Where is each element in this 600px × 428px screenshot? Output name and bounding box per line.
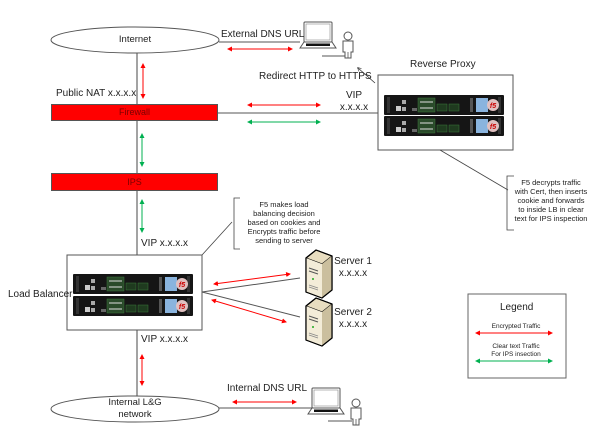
public-nat-label: Public NAT x.x.x.x xyxy=(56,88,137,99)
lb-note-bracket xyxy=(233,197,240,250)
internal-laptop-icon xyxy=(307,387,345,415)
server1-name: Server 1 xyxy=(334,256,372,267)
reverse-proxy-device-2 xyxy=(383,115,505,137)
external-dns-label: External DNS URL xyxy=(221,29,305,40)
server2-label: Server 2 x.x.x.x xyxy=(330,307,376,331)
lb-note-line: Encrypts traffic before xyxy=(247,227,321,236)
server2-ip: x.x.x.x xyxy=(338,319,368,330)
load-balancer-device-1 xyxy=(72,273,194,295)
redirect-arrow xyxy=(358,68,376,84)
lb-server2-arrow xyxy=(211,298,287,324)
legend-box xyxy=(467,293,567,379)
proxy-note-line: text for IPS inspection xyxy=(514,214,588,223)
proxy-vip-label: VIP x.x.x.x xyxy=(336,90,372,114)
server2-name: Server 2 xyxy=(334,307,372,318)
proxy-note-connector xyxy=(439,149,509,191)
ips-bar: IPS xyxy=(51,173,218,191)
internal-network-cloud xyxy=(50,395,220,423)
internal-dns-label: Internal DNS URL xyxy=(227,383,308,394)
legend-clear-line2: For IPS insection xyxy=(491,351,541,358)
server1-ip: x.x.x.x xyxy=(338,268,368,279)
legend-title: Legend xyxy=(500,302,534,313)
server1-icon xyxy=(305,249,333,299)
server2-icon xyxy=(305,297,333,347)
proxy-note-line: with Cert, then inserts xyxy=(514,187,588,196)
firewall-bar: Firewall xyxy=(51,104,218,121)
proxy-note-line: cookie and forwards xyxy=(517,196,585,205)
ips-label: IPS xyxy=(127,177,142,187)
load-balancer-label: Load Balancer xyxy=(8,289,73,300)
proxy-vip-ip: x.x.x.x xyxy=(339,102,369,113)
external-laptop-icon xyxy=(299,21,337,49)
proxy-note: F5 decrypts traffic with Cert, then inse… xyxy=(506,178,596,223)
lb-server1-link xyxy=(201,277,301,293)
internet-cloud xyxy=(50,26,220,54)
lb-note-line: balancing decision xyxy=(253,209,315,218)
lb-server2-link xyxy=(201,291,301,318)
proxy-note-line: F5 decrypts traffic xyxy=(521,178,581,187)
lb-note: F5 makes load balancing decision based o… xyxy=(236,200,332,245)
legend-encrypted-label: Encrypted Traffic xyxy=(491,323,541,330)
proxy-vip-text: VIP xyxy=(345,90,363,101)
server1-label: Server 1 x.x.x.x xyxy=(330,256,376,280)
external-user-icon xyxy=(342,31,354,59)
internal-network-label: Internal L&G network xyxy=(85,397,185,421)
load-balancer-device-2 xyxy=(72,295,194,317)
lb-server1-arrow xyxy=(213,272,291,286)
lb-vip-bottom-label: VIP x.x.x.x xyxy=(141,334,189,345)
reverse-proxy-label: Reverse Proxy xyxy=(410,59,476,70)
legend-clear-line1: Clear text Traffic xyxy=(492,343,540,350)
lb-note-line: sending to server xyxy=(255,236,313,245)
reverse-proxy-device-1 xyxy=(383,94,505,116)
proxy-note-line: to inside LB in clear xyxy=(518,205,584,214)
lb-vip-top-label: VIP x.x.x.x xyxy=(141,238,189,249)
redirect-label: Redirect HTTP to HTTPS xyxy=(259,71,372,82)
internal-network-label-line1: Internal L&G xyxy=(108,397,162,408)
lb-note-line: F5 makes load xyxy=(259,200,309,209)
proxy-note-bracket xyxy=(506,175,514,231)
firewall-label: Firewall xyxy=(118,107,150,117)
internet-label: Internet xyxy=(118,34,152,45)
lb-note-connector xyxy=(201,221,233,256)
legend-clear-label: Clear text Traffic For IPS insection xyxy=(476,343,556,359)
lb-note-line: based on cookies and xyxy=(247,218,321,227)
internal-network-label-line2: network xyxy=(118,409,152,420)
internal-user-icon xyxy=(350,398,362,426)
